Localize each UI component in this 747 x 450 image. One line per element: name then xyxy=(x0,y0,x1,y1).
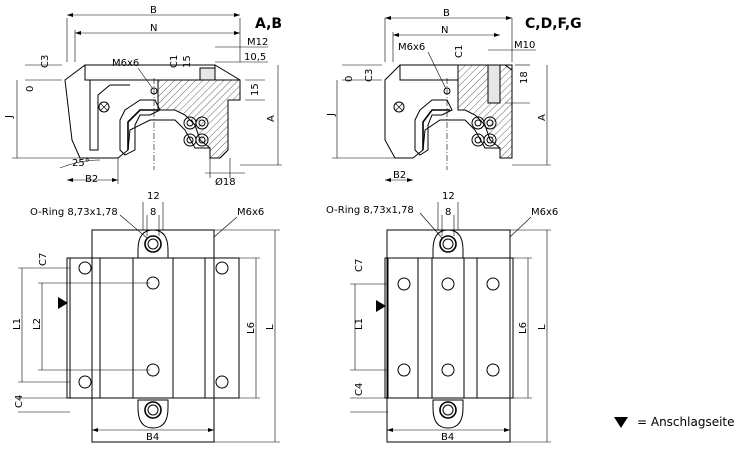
dim-12: 12 xyxy=(147,191,160,202)
dim-A-r: A xyxy=(537,114,548,121)
dim-B4: B4 xyxy=(146,432,159,443)
dim-C7-r: C7 xyxy=(354,259,365,272)
dim-8: 8 xyxy=(150,207,156,218)
base-plate-r xyxy=(386,229,511,443)
variant-label-AB: A,B xyxy=(255,16,282,32)
dim-C1: C1 xyxy=(169,55,180,68)
carriage-top-r xyxy=(384,257,514,399)
rail-profile xyxy=(119,99,161,156)
oring-top-r xyxy=(439,235,457,253)
dim-C7: C7 xyxy=(38,253,49,266)
rail-profile-r xyxy=(414,99,453,156)
view-bottom-right: O-Ring 8,73x1,78 12 8 M6x6 C7 L1 C4 L6 L… xyxy=(326,191,558,443)
dim-C3-r: C3 xyxy=(364,69,375,82)
thread-insert-r xyxy=(487,64,501,104)
dim-C3: C3 xyxy=(40,55,51,68)
view-bottom-left: O-Ring 8,73x1,78 12 8 M6x6 C7 L1 L2 C4 L… xyxy=(12,191,280,443)
label-oring-r: O-Ring 8,73x1,78 xyxy=(326,205,414,216)
bolt-head xyxy=(98,101,110,113)
dim-N: N xyxy=(150,23,157,34)
dim-C1-r: C1 xyxy=(454,45,465,58)
dim-12-r: 12 xyxy=(442,191,455,202)
dim-dia18: Ø18 xyxy=(215,176,236,188)
dim-J-r: J xyxy=(326,113,337,117)
base-plate xyxy=(91,229,215,443)
dim-L: L xyxy=(265,324,276,330)
roller-2 xyxy=(195,116,209,130)
bolt-head-r xyxy=(393,101,405,113)
dim-C4: C4 xyxy=(14,395,25,408)
legend-text: = Anschlagseite xyxy=(637,415,735,429)
reference-side-marker xyxy=(58,297,68,309)
dim-N-r: N xyxy=(441,25,448,36)
dim-M10: M10 xyxy=(514,40,535,51)
dim-C4-r: C4 xyxy=(354,383,365,396)
label-M6x6-br: M6x6 xyxy=(531,207,558,218)
label-M6x6-r: M6x6 xyxy=(398,42,425,53)
oring-top xyxy=(144,235,162,253)
dim-L2: L2 xyxy=(32,318,43,330)
thread-insert xyxy=(199,67,216,81)
dim-zero: 0 xyxy=(25,86,36,92)
dim-B-r: B xyxy=(443,8,450,19)
label-M6x6-bl: M6x6 xyxy=(237,207,264,218)
dim-zero-r: 0 xyxy=(344,76,355,82)
dim-J: J xyxy=(4,115,15,119)
roller-4 xyxy=(195,133,209,147)
dim-8-r: 8 xyxy=(445,207,451,218)
dim-L-r: L xyxy=(537,324,548,330)
reference-triangle-icon xyxy=(614,417,628,428)
label-M6x6-top: M6x6 xyxy=(112,58,139,69)
carriage-top xyxy=(66,257,240,399)
view-top-right: B N M10 C1 18 M6x6 C3 0 J A B2 C,D,F,G xyxy=(326,8,582,182)
top-plate xyxy=(84,64,216,81)
dim-L1: L1 xyxy=(12,318,23,330)
variant-label-CDFG: C,D,F,G xyxy=(525,16,582,32)
view-top-left: B N M12 10,5 15 15 C1 M6x6 C3 0 J A xyxy=(4,5,282,188)
dim-angle: 25° xyxy=(72,158,90,169)
dim-thread-depth: 10,5 xyxy=(244,52,266,63)
reference-side-marker-r xyxy=(376,300,386,312)
dim-B2: B2 xyxy=(85,174,98,185)
dim-L6: L6 xyxy=(246,322,257,334)
dim-L1-r: L1 xyxy=(354,318,365,330)
dim-15b: 15 xyxy=(250,83,261,96)
dim-L6-r: L6 xyxy=(518,322,529,334)
left-inner xyxy=(89,80,130,151)
dim-15a: 15 xyxy=(182,55,193,68)
rail-edge xyxy=(127,109,158,150)
legend: = Anschlagseite xyxy=(614,415,735,429)
dim-18: 18 xyxy=(519,71,530,84)
dim-B4-r: B4 xyxy=(441,432,454,443)
oring-bottom-r xyxy=(439,401,457,419)
dim-B: B xyxy=(150,5,157,16)
dim-M12: M12 xyxy=(247,37,268,48)
oring-bottom xyxy=(144,401,162,419)
hatched-section xyxy=(157,79,241,159)
label-oring: O-Ring 8,73x1,78 xyxy=(30,207,118,218)
dim-A: A xyxy=(266,115,277,122)
dim-B2-r: B2 xyxy=(393,170,406,181)
